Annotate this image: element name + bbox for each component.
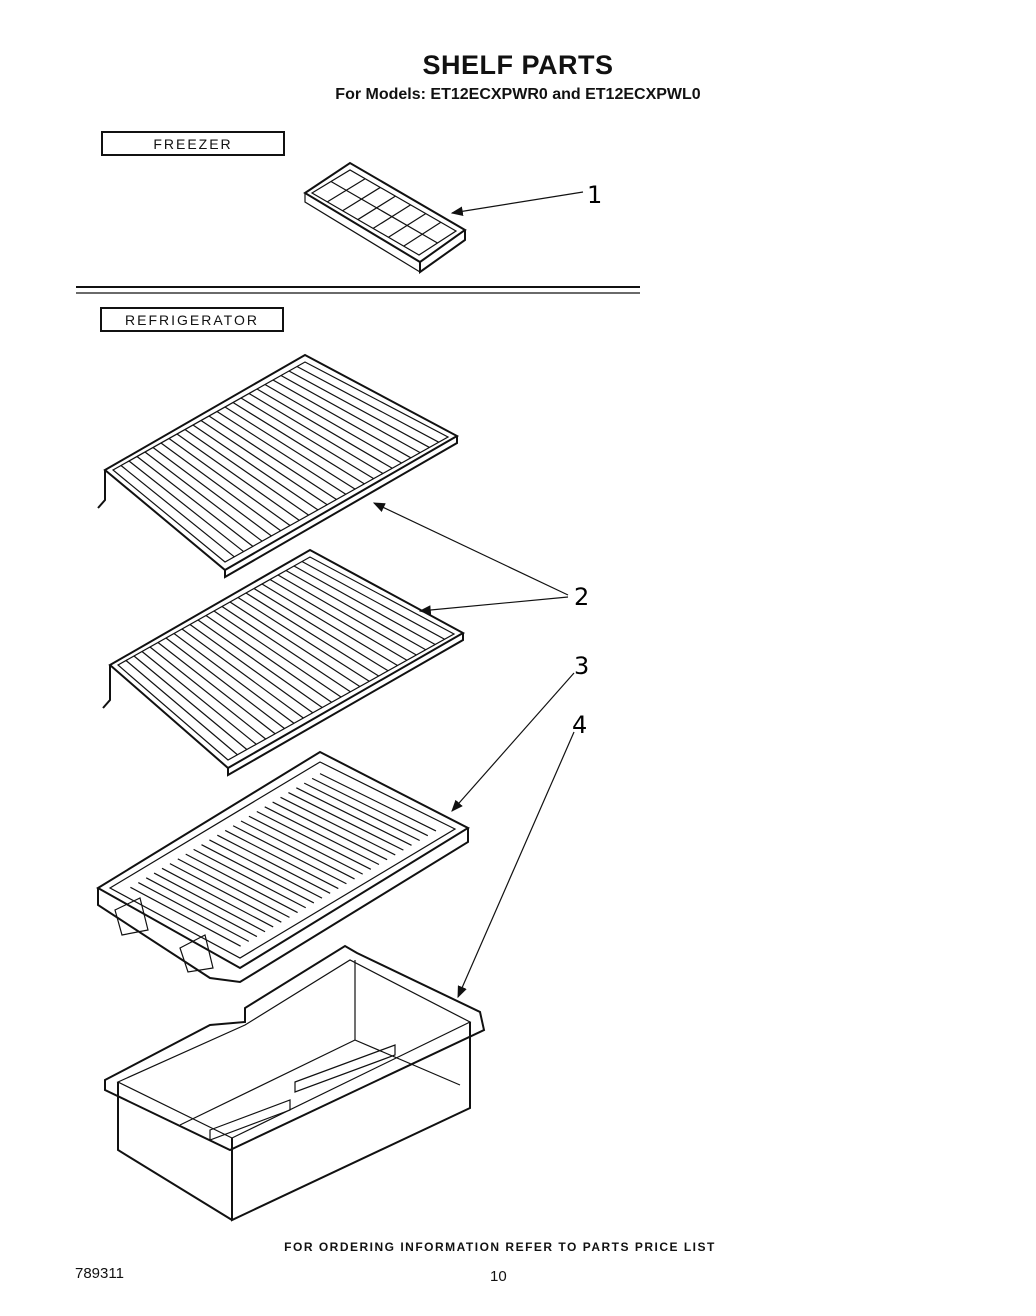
wire-shelf-upper <box>97 353 460 579</box>
models-subtitle: For Models: ET12ECXPWR0 and ET12ECXPWL0 <box>335 86 701 103</box>
refrigerator-section-label: REFRIGERATOR <box>100 307 284 332</box>
wire-shelf-lower <box>102 548 466 777</box>
callout-leader-4 <box>457 731 575 999</box>
ordering-note: FOR ORDERING INFORMATION REFER TO PARTS … <box>284 1240 716 1254</box>
page-title: SHELF PARTS <box>422 50 614 80</box>
crisper-cover <box>96 750 471 984</box>
callout-leader-3 <box>451 672 575 812</box>
callout-leader-2a <box>372 502 569 596</box>
ice-cube-tray <box>303 161 467 274</box>
document-number: 789311 <box>75 1265 124 1282</box>
callout-leader-2b <box>418 596 569 615</box>
freezer-section-label: FREEZER <box>101 131 285 156</box>
callout-number-2: 2 <box>574 583 589 611</box>
callout-number-3: 3 <box>574 652 589 680</box>
crisper-pan <box>104 944 486 1222</box>
callout-number-1: 1 <box>587 181 602 209</box>
page-number: 10 <box>490 1268 507 1285</box>
section-divider <box>76 286 640 294</box>
callout-number-4: 4 <box>572 711 587 739</box>
callout-leader-1 <box>450 191 584 217</box>
